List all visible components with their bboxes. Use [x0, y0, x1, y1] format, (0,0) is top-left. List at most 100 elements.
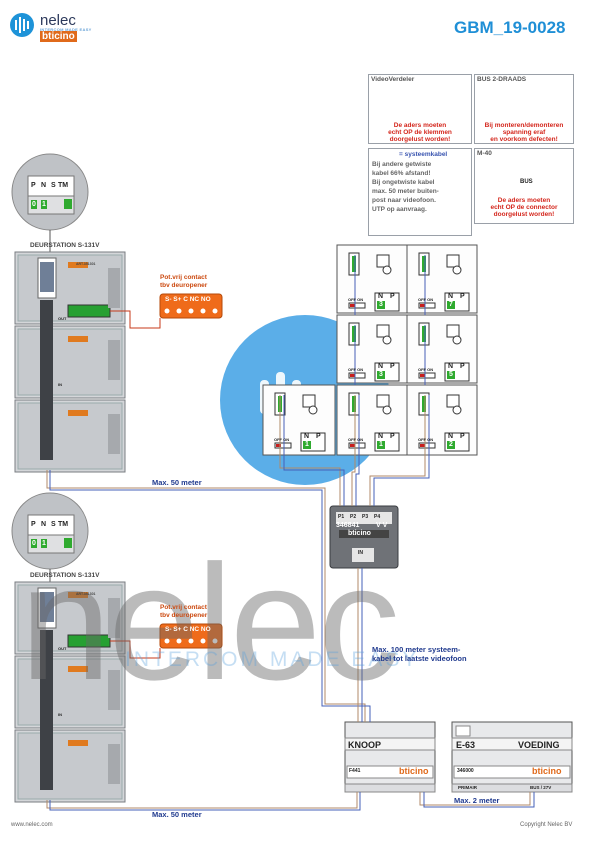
- monitor-n-label: N: [378, 433, 384, 440]
- info-box-m40: M-40 BUS De aders moeten echt OP de conn…: [474, 148, 574, 224]
- contact-block-1: [159, 293, 223, 319]
- monitor-switch: [348, 442, 366, 449]
- distributor-vv: V V: [376, 522, 388, 529]
- distance-lower: Max. 50 meter: [152, 810, 202, 819]
- dip-value: 1: [42, 540, 46, 547]
- info-line: De aders moeten: [497, 197, 551, 204]
- distance-system-1: Max. 100 meter systeem-: [372, 645, 461, 654]
- out-label: OUT: [58, 316, 67, 321]
- monitor-n-label: N: [448, 293, 454, 300]
- door-station-2: [11, 492, 126, 803]
- info-line: UTP op aanvraag.: [372, 206, 427, 213]
- knoop-title: KNOOP: [348, 740, 382, 750]
- dip-label: S: [51, 521, 56, 528]
- watermark-tagline: INTERCOM MADE EASY: [125, 648, 420, 671]
- monitor-n-label: N: [378, 293, 384, 300]
- brand-partner: bticino: [40, 31, 77, 42]
- power-label: VOEDING: [518, 740, 560, 750]
- info-line: echt OP de klemmen: [388, 129, 452, 136]
- distance-system-2: kabel tot laatste videofoon: [372, 654, 467, 663]
- distributor-brand: bticino: [348, 530, 371, 537]
- power-supply-e63: [451, 721, 573, 793]
- monitor-switch: [418, 372, 436, 379]
- knoop-code: F441: [349, 768, 361, 774]
- info-box-systeemkabel: = systeemkabel Bij andere getwiste kabel…: [368, 148, 472, 236]
- out-label: OUT: [58, 646, 67, 651]
- brand-name: nelec: [40, 12, 76, 29]
- in-label: IN: [58, 712, 62, 717]
- info-line: post naar videofoon.: [372, 197, 436, 204]
- monitor-n-label: N: [448, 433, 454, 440]
- info-line: echt OP de connector: [490, 204, 558, 211]
- monitor-number: 2: [449, 441, 453, 448]
- power-title: E-63: [456, 740, 476, 750]
- info-title: VideoVerdeler: [371, 76, 415, 83]
- contact-terminals: S- S+ C NC NO: [165, 626, 211, 633]
- monitor-screen-icon: [446, 324, 460, 338]
- monitor-switch: [418, 302, 436, 309]
- info-box-bus-2draads: BUS 2-DRAADS Bij monteren/demonteren spa…: [474, 74, 574, 144]
- knoop-brand: bticino: [399, 766, 429, 776]
- art-number: ART.351301: [76, 262, 96, 266]
- info-line: max. 50 meter buiten-: [372, 188, 439, 195]
- info-line: Bij ongetwiste kabel: [372, 179, 435, 186]
- monitor-screen-icon: [376, 254, 390, 268]
- info-title: = systeemkabel: [399, 151, 448, 158]
- monitor-off-on: OFF ON: [348, 367, 364, 372]
- door-station-1: [11, 153, 126, 473]
- info-line: Bij monteren/demonteren: [484, 122, 564, 129]
- in-label: IN: [58, 382, 62, 387]
- info-line: kabel 66% afstand!: [372, 170, 431, 177]
- dip-label: S: [51, 182, 56, 189]
- monitor-p-label: P: [460, 293, 465, 300]
- monitor-off-on: OFF ON: [274, 437, 290, 442]
- monitor-off-on: OFF ON: [348, 437, 364, 442]
- monitor-screen-icon: [376, 324, 390, 338]
- monitor-number: 7: [449, 301, 453, 308]
- dip-label: P: [31, 521, 36, 528]
- monitor-screen-icon: [376, 394, 390, 408]
- contact-label: tbv deuropener: [160, 282, 208, 289]
- contact-terminals: S- S+ C NC NO: [165, 296, 211, 303]
- info-box-video-verdeler: VideoVerdeler De aders moeten echt OP de…: [368, 74, 472, 144]
- monitor-p-label: P: [460, 363, 465, 370]
- info-line: spanning eraf: [502, 129, 546, 136]
- brand-tagline: INTERCOM MADE EASY: [40, 27, 92, 32]
- dip-value: 1: [42, 201, 46, 208]
- dip-label: P: [31, 182, 36, 189]
- watermark-text: nelec: [20, 531, 400, 714]
- knoop-f441: [344, 721, 436, 793]
- info-title: M-40: [477, 150, 492, 157]
- contact-label: tbv deuropener: [160, 612, 208, 619]
- dip-label: TM: [58, 182, 69, 189]
- dip-label: N: [41, 521, 47, 528]
- nelec-logo-icon: [10, 13, 34, 37]
- distance-upper: Max. 50 meter: [152, 478, 202, 487]
- monitor-off-on: OFF ON: [418, 437, 434, 442]
- monitor-p-label: P: [316, 433, 321, 440]
- monitor-screen-icon: [302, 394, 316, 408]
- monitor-screen-icon: [446, 394, 460, 408]
- power-brand: bticino: [532, 766, 562, 776]
- contact-label: Pot.vrij contact: [160, 274, 207, 281]
- port-label: P3: [362, 514, 369, 520]
- monitor-screen-icon: [446, 254, 460, 268]
- document-id: GBM_19-0028: [454, 18, 566, 37]
- station-title: DEURSTATION S-131V: [30, 572, 100, 579]
- monitor-p-label: P: [390, 363, 395, 370]
- port-label: P2: [350, 514, 357, 520]
- bus-label: BUS: [520, 179, 533, 185]
- port-label: P1: [338, 514, 345, 520]
- monitor-n-label: N: [304, 433, 310, 440]
- monitor-p-label: P: [390, 293, 395, 300]
- monitor-number: 1: [379, 441, 383, 448]
- station-title: DEURSTATION S-131V: [30, 242, 100, 249]
- distance-power: Max. 2 meter: [454, 796, 500, 805]
- info-line: De aders moeten: [393, 122, 447, 129]
- footer-website: www.nelec.com: [11, 822, 53, 828]
- power-bus: BUS / 27V: [530, 785, 552, 790]
- dip-value: 0: [32, 540, 36, 547]
- power-code: 346000: [457, 768, 474, 774]
- monitor-off-on: OFF ON: [418, 367, 434, 372]
- monitor-off-on: OFF ON: [418, 297, 434, 302]
